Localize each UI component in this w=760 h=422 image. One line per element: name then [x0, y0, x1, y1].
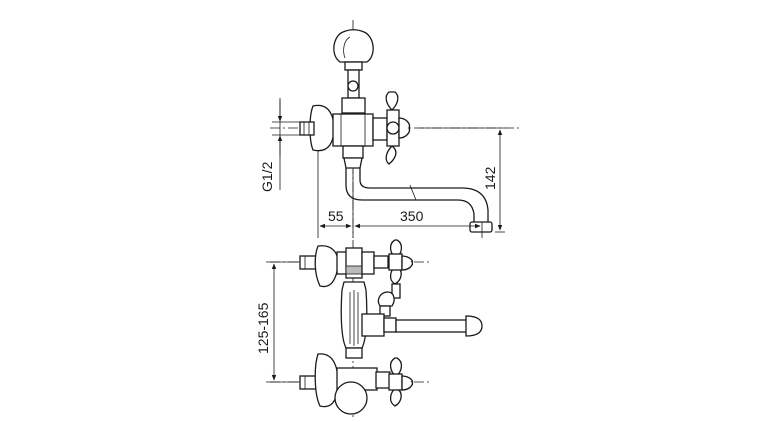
spout-inner	[359, 168, 489, 222]
knob-neck	[344, 61, 363, 71]
lower-inlet	[299, 375, 317, 390]
cross-handle-top-arm	[385, 91, 399, 111]
spout-aerator	[469, 221, 493, 233]
valve-body	[332, 113, 374, 147]
front-spout-tip	[465, 315, 483, 337]
spout-outer	[345, 168, 475, 222]
lower-body-ball	[334, 381, 368, 415]
top-knob	[333, 29, 374, 63]
dimension-spout-length: 350	[400, 208, 424, 224]
inlet-pipe	[299, 121, 315, 136]
front-view: 125-165	[255, 239, 483, 418]
dimension-offset: 55	[328, 208, 344, 224]
dimension-spout-height: 142	[482, 166, 498, 190]
upper-inlet	[299, 255, 317, 270]
knob-screw	[347, 80, 359, 92]
dimension-thread: G1/2	[259, 161, 275, 192]
front-spout	[395, 319, 469, 333]
side-view: G1/2 142 55 350	[259, 20, 520, 238]
diverter-lever	[377, 291, 395, 307]
dimension-center-distance: 125-165	[255, 302, 271, 354]
upper-flange	[314, 245, 339, 288]
